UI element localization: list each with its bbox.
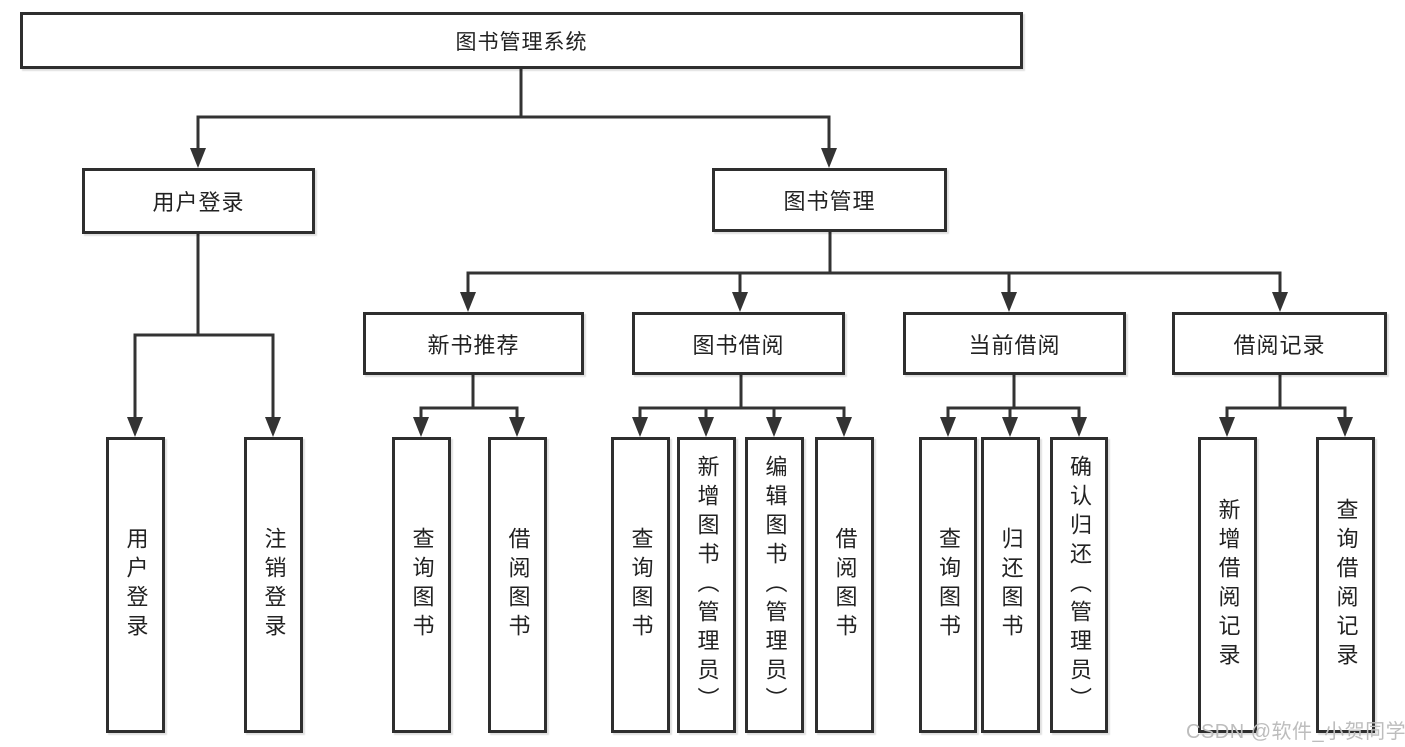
leaf-bb-query-books: 查询图书 (611, 437, 670, 733)
node-new-book-recommend: 新书推荐 (363, 312, 584, 375)
leaf-logout: 注销登录 (244, 437, 303, 733)
node-label: 新增借阅记录 (1215, 498, 1241, 672)
node-label: 借阅图书 (505, 527, 531, 643)
leaf-cb-confirm-return: 确认归还（管理员） (1050, 437, 1108, 733)
node-book-borrowing: 图书借阅 (632, 312, 845, 375)
leaf-br-query-record: 查询借阅记录 (1316, 437, 1375, 733)
node-label: 借阅图书 (832, 527, 858, 643)
leaf-cb-return-books: 归还图书 (981, 437, 1040, 733)
node-label: 当前借阅 (968, 332, 1061, 358)
leaf-br-add-record: 新增借阅记录 (1198, 437, 1257, 733)
leaf-bb-borrow-books: 借阅图书 (815, 437, 874, 733)
node-label: 查询图书 (628, 527, 654, 643)
node-label: 查询图书 (409, 527, 435, 643)
node-label: 归还图书 (998, 527, 1024, 643)
node-label: 图书管理系统 (455, 30, 588, 54)
node-label: 注销登录 (261, 527, 287, 643)
node-label: 查询借阅记录 (1333, 498, 1359, 672)
csdn-watermark: CSDN @软件_小贺同学 (1186, 721, 1405, 743)
node-label: 确认归还（管理员） (1067, 454, 1092, 716)
node-label: 查询图书 (936, 527, 961, 643)
node-label: 图书借阅 (692, 332, 785, 358)
leaf-user-login: 用户登录 (106, 437, 165, 733)
node-label: 图书管理 (783, 189, 876, 214)
leaf-cb-query-books: 查询图书 (919, 437, 977, 733)
node-book-management: 图书管理 (712, 168, 947, 232)
arrowheads (127, 148, 1353, 437)
leaf-bb-add-books: 新增图书（管理员） (677, 437, 736, 733)
leaf-nbr-query-books: 查询图书 (392, 437, 451, 733)
node-label: 借阅记录 (1233, 332, 1326, 358)
node-root-system: 图书管理系统 (20, 12, 1023, 69)
node-label: 编辑图书（管理员） (762, 454, 788, 716)
node-user-login: 用户登录 (82, 168, 315, 234)
node-borrowing-records: 借阅记录 (1172, 312, 1387, 375)
node-label: 新书推荐 (427, 332, 520, 358)
leaf-bb-edit-books: 编辑图书（管理员） (745, 437, 804, 733)
node-label: 用户登录 (152, 190, 245, 215)
node-label: 用户登录 (123, 527, 149, 643)
node-current-borrowing: 当前借阅 (903, 312, 1126, 375)
node-label: 新增图书（管理员） (694, 454, 720, 716)
leaf-nbr-borrow-books: 借阅图书 (488, 437, 547, 733)
